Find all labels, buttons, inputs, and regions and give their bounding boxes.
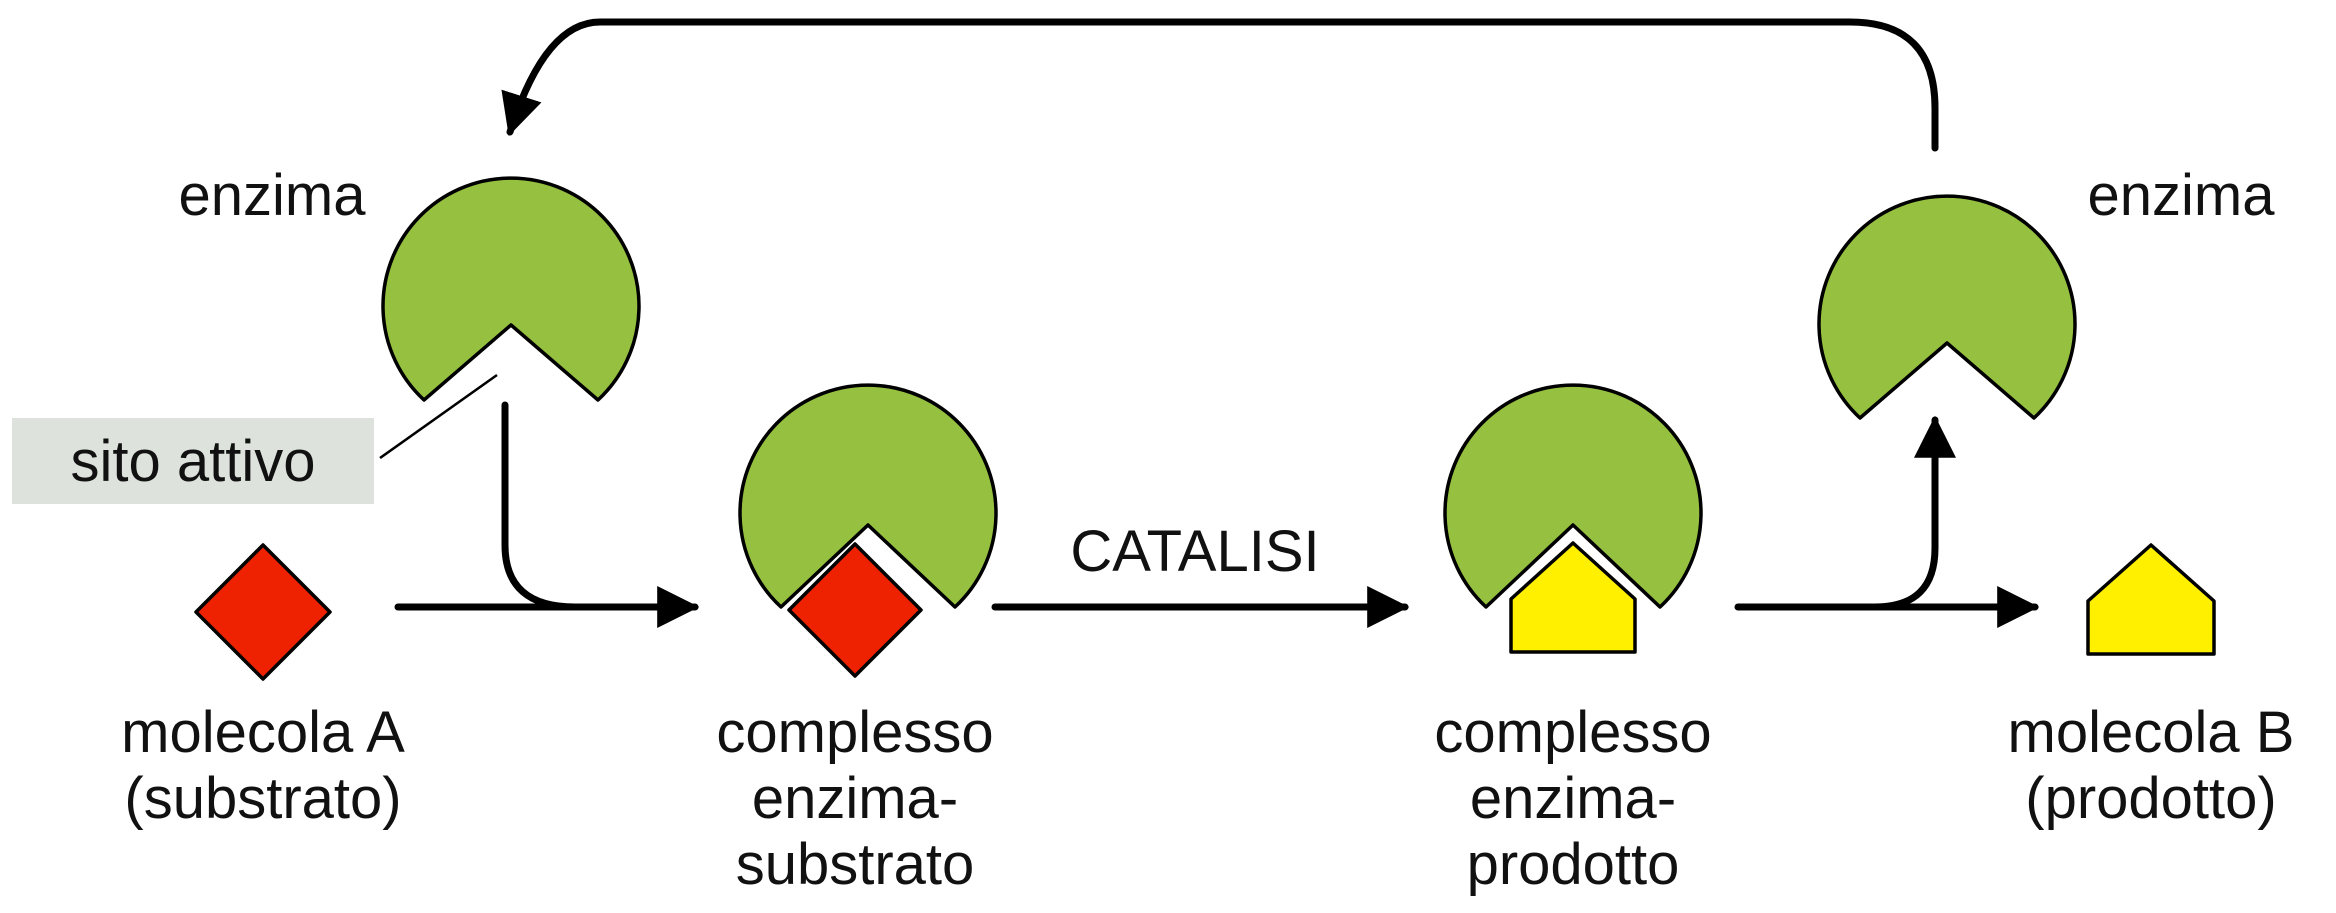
enzyme-release-curve <box>1871 415 1956 611</box>
catalysis-label: CATALISI <box>1070 519 1319 584</box>
recycle-arrow <box>501 18 1939 152</box>
enzyme-joining-curve <box>501 401 624 611</box>
enzyme-shape-ep-complex <box>1443 383 1703 609</box>
es-complex-label-line2: enzima- <box>752 766 958 831</box>
active-site-label-box <box>12 418 374 504</box>
es-complex-label-line3: substrato <box>736 832 975 897</box>
product-in-complex <box>1509 541 1637 654</box>
ep-complex-label-line1: complesso <box>1434 700 1711 765</box>
molecule-a-label-line2: (substrato) <box>124 766 401 831</box>
enzyme-shape-left <box>381 176 641 402</box>
substrate-in-complex <box>787 542 923 678</box>
ep-complex-label-line3: prodotto <box>1467 832 1680 897</box>
enzyme-shape-right <box>1817 194 2077 420</box>
molecule-b-label-line2: (prodotto) <box>2025 766 2276 831</box>
molecule-a-label-line1: molecola A <box>121 700 405 765</box>
enzyme-label-right: enzima <box>2088 163 2276 228</box>
es-complex-label-line1: complesso <box>716 700 993 765</box>
enzyme-shape-es-complex <box>738 383 998 609</box>
ep-complex-label-line2: enzima- <box>1470 766 1676 831</box>
molecule-b-label-line1: molecola B <box>2008 700 2295 765</box>
enzyme-label-left: enzima <box>179 163 367 228</box>
active-site-pointer <box>379 373 498 460</box>
substrate-molecule-a <box>194 543 332 681</box>
product-molecule-b <box>2086 543 2216 656</box>
active-site-label: sito attivo <box>71 429 316 494</box>
